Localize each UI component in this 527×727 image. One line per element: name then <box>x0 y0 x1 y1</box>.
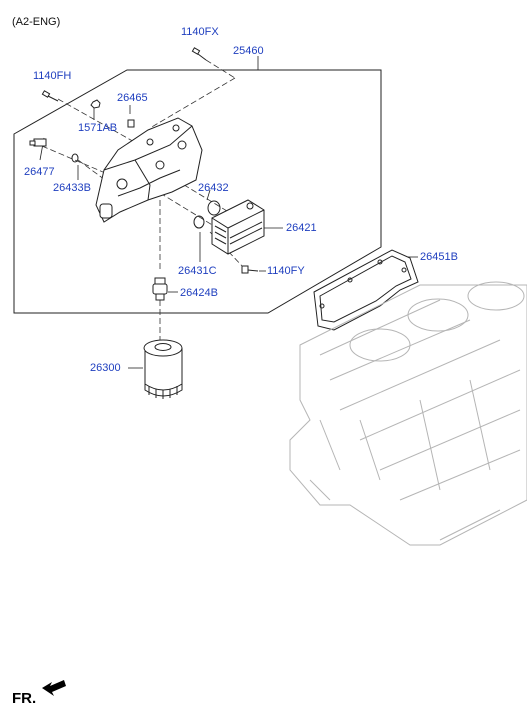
bolt-1140FH-icon <box>41 90 59 102</box>
bolt-1140FX-icon <box>191 47 207 61</box>
engine-block <box>289 281 527 546</box>
engine-code-label: (A2-ENG) <box>12 16 61 28</box>
part-label-26477[interactable]: 26477 <box>24 166 55 178</box>
part-label-1140FX[interactable]: 1140FX <box>181 26 219 38</box>
part-label-26451B[interactable]: 26451B <box>420 251 458 263</box>
part-label-26432[interactable]: 26432 <box>198 182 229 194</box>
oring-26432-icon <box>207 200 221 216</box>
gasket-26451B <box>313 249 419 331</box>
part-label-26424B[interactable]: 26424B <box>180 287 218 299</box>
cooler-element-26421 <box>211 199 265 255</box>
fitting-26424B-icon <box>152 277 168 301</box>
center-lines <box>41 59 256 342</box>
part-label-26431C[interactable]: 26431C <box>178 265 217 277</box>
assembly-outline-box <box>13 69 382 314</box>
part-label-26465[interactable]: 26465 <box>117 92 148 104</box>
bolt-1140FY-icon <box>241 265 259 274</box>
part-label-26421[interactable]: 26421 <box>286 222 317 234</box>
plug-26465-icon <box>127 119 135 128</box>
part-label-25460[interactable]: 25460 <box>233 45 264 57</box>
nut-1571AB-icon <box>90 99 101 109</box>
part-label-1140FY[interactable]: 1140FY <box>267 265 305 277</box>
arrow-icon <box>42 680 66 696</box>
oil-filter-26300 <box>143 339 183 399</box>
part-label-1140FH[interactable]: 1140FH <box>33 70 72 82</box>
part-label-26433B[interactable]: 26433B <box>53 182 91 194</box>
direction-label: FR. <box>12 690 37 707</box>
fitting-26477-icon <box>29 138 47 147</box>
oring-26433B-icon <box>71 153 79 163</box>
part-label-1571AB[interactable]: 1571AB <box>78 122 118 134</box>
oring-26431C-icon <box>193 215 205 229</box>
oil-cooler-housing <box>95 117 203 223</box>
part-label-26300[interactable]: 26300 <box>90 362 121 374</box>
